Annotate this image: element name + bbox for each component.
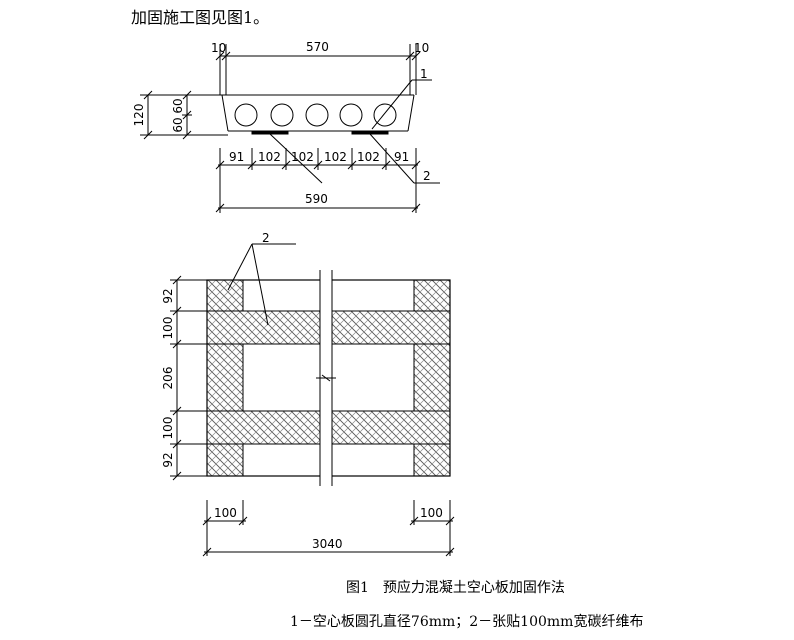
dim-plan-left-3: 206: [161, 367, 175, 390]
dim-top-main: 570: [306, 40, 329, 54]
dim-height-total: 120: [132, 104, 146, 127]
intro-text: 加固施工图见图1。: [131, 8, 270, 27]
slab-cross-section: [140, 44, 440, 213]
figure-note: 1－空心板圆孔直径76mm；2－张贴100mm宽碳纤维布: [290, 614, 644, 630]
dim-plan-left-2: 100: [161, 317, 175, 340]
slab-plan-view: [170, 243, 455, 557]
dim-spacing-4: 102: [324, 150, 347, 164]
dim-plan-left-5: 92: [161, 452, 175, 467]
dim-plan-left-1: 92: [161, 288, 175, 303]
dim-spacing-1: 91: [229, 150, 244, 164]
dim-height-upper: 60: [171, 98, 185, 113]
dim-plan-total-width: 3040: [312, 537, 343, 551]
dim-spacing-6: 91: [394, 150, 409, 164]
dim-spacing-3: 102: [291, 150, 314, 164]
dim-plan-bottom-left: 100: [214, 506, 237, 520]
callout-2-label-plan: 2: [262, 231, 270, 245]
figure-caption: 图1 预应力混凝土空心板加固作法: [346, 580, 565, 596]
dim-top-right: 10: [414, 41, 429, 55]
dim-top-left: 10: [211, 41, 226, 55]
dim-height-lower: 60: [171, 117, 185, 132]
dim-plan-left-4: 100: [161, 417, 175, 440]
dim-total-width-section: 590: [305, 192, 328, 206]
dim-spacing-5: 102: [357, 150, 380, 164]
callout-2-label-section: 2: [423, 169, 431, 183]
callout-1-label: 1: [420, 67, 428, 81]
dim-plan-bottom-right: 100: [420, 506, 443, 520]
dim-spacing-2: 102: [258, 150, 281, 164]
